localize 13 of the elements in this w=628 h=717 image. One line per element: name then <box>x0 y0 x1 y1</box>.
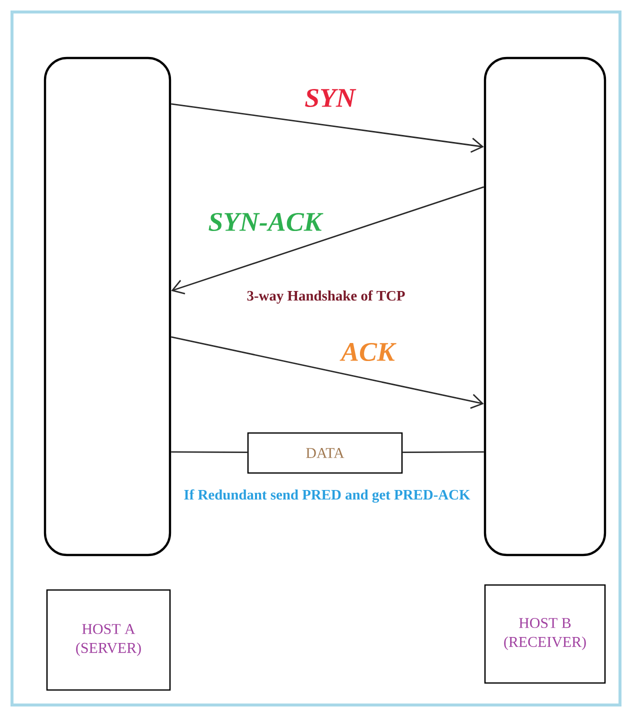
arrow <box>171 103 484 153</box>
edge-label: SYN-ACK <box>207 212 324 232</box>
data-box: DATA <box>247 432 403 474</box>
host-box: HOST B (RECEIVER) <box>484 584 606 684</box>
lane-box <box>484 56 606 556</box>
handshake-caption: 3-way Handshake of TCP <box>247 290 405 304</box>
arrow <box>171 186 484 294</box>
arrow <box>170 336 484 409</box>
host-box: HOST A (SERVER) <box>46 589 171 691</box>
edge-label: SYN <box>304 88 356 108</box>
lane-box <box>44 56 172 556</box>
note-text: If Redundant send PRED and get PRED-ACK <box>184 489 470 503</box>
edge-label: ACK <box>340 342 396 362</box>
